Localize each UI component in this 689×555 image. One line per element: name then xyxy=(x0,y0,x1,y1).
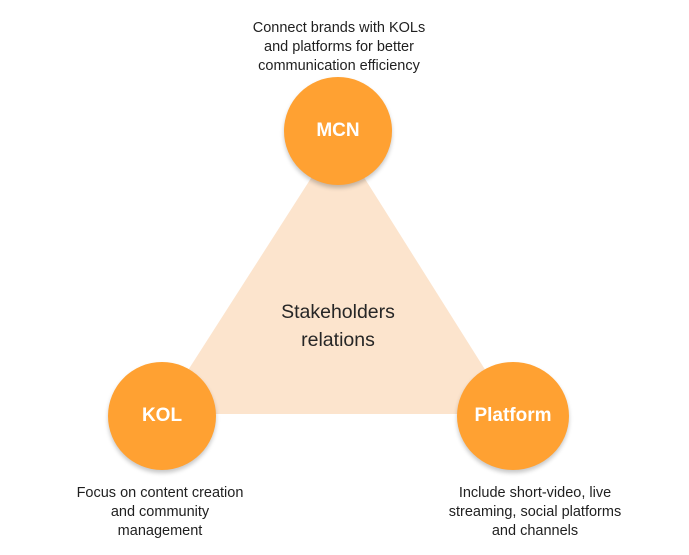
center-label-line-2: relations xyxy=(301,329,375,351)
kol-description-line-1: Focus on content creation xyxy=(76,485,244,501)
mcn-description-line-3: communication efficiency xyxy=(258,58,420,74)
kol-node: KOL xyxy=(108,362,216,470)
center-label-line-1: Stakeholders xyxy=(281,301,395,323)
kol-description: Focus on content creation and community … xyxy=(40,484,280,541)
platform-node-label: Platform xyxy=(474,405,552,426)
triangle-shape xyxy=(160,136,513,414)
platform-node: Platform xyxy=(457,362,569,470)
mcn-description-line-1: Connect brands with KOLs xyxy=(252,20,426,36)
center-label: Stakeholders relations xyxy=(238,298,438,354)
kol-node-label: KOL xyxy=(141,405,183,426)
platform-description-line-3: and channels xyxy=(491,523,579,539)
mcn-node-label: MCN xyxy=(316,120,360,141)
platform-description-line-1: Include short-video, live xyxy=(458,485,612,501)
mcn-description: Connect brands with KOLs and platforms f… xyxy=(219,19,459,76)
kol-description-line-3: management xyxy=(117,523,203,539)
platform-description: Include short-video, live streaming, soc… xyxy=(410,484,660,541)
mcn-description-line-2: and platforms for better xyxy=(264,39,414,55)
platform-description-line-2: streaming, social platforms xyxy=(448,504,622,520)
kol-description-line-2: and community xyxy=(110,504,210,520)
mcn-node: MCN xyxy=(284,77,392,185)
